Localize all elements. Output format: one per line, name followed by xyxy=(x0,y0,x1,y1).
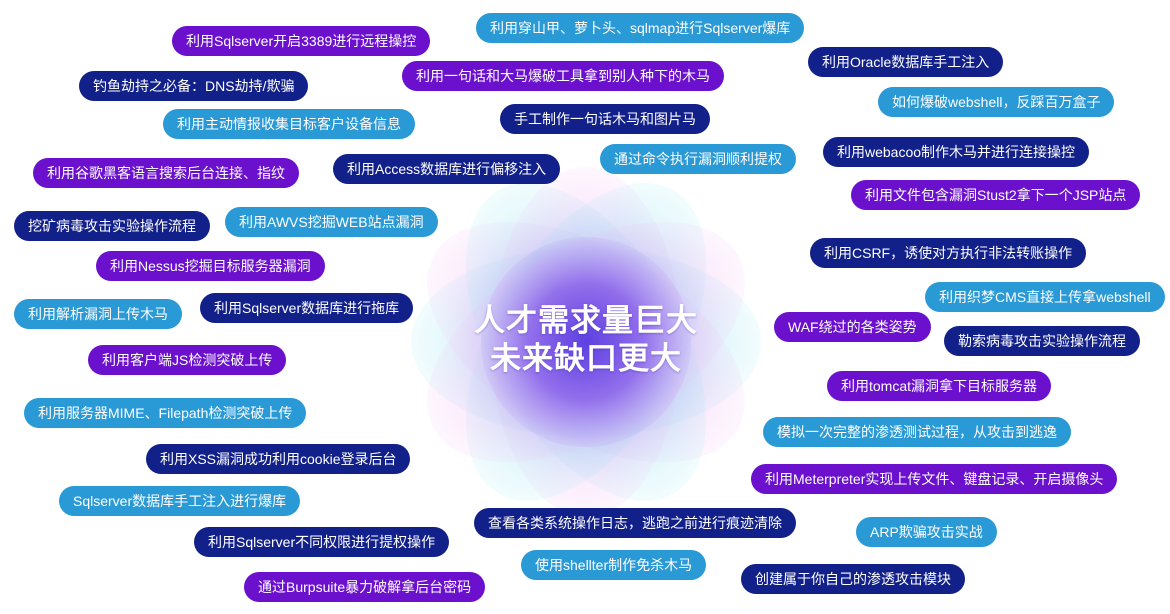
topic-tag: 通过Burpsuite暴力破解拿后台密码 xyxy=(244,572,486,602)
topic-tag: 利用CSRF，诱使对方执行非法转账操作 xyxy=(810,238,1087,268)
topic-tag: 利用服务器MIME、Filepath检测突破上传 xyxy=(24,398,307,428)
topic-tag: 创建属于你自己的渗透攻击模块 xyxy=(741,564,965,594)
topic-tag: 利用一句话和大马爆破工具拿到别人种下的木马 xyxy=(402,61,724,91)
topic-tag: 利用Oracle数据库手工注入 xyxy=(808,47,1004,77)
topic-tag: 利用Sqlserver不同权限进行提权操作 xyxy=(194,527,450,557)
topic-tag: 勒索病毒攻击实验操作流程 xyxy=(944,326,1140,356)
topic-tag: WAF绕过的各类姿势 xyxy=(774,312,931,342)
flower-core xyxy=(481,237,691,447)
topic-tag: 利用谷歌黑客语言搜索后台连接、指纹 xyxy=(33,158,299,188)
topic-tag: ARP欺骗攻击实战 xyxy=(856,517,997,547)
headline-line-2: 未来缺口更大 xyxy=(490,341,682,376)
topic-tag: 挖矿病毒攻击实验操作流程 xyxy=(14,211,210,241)
topic-tag: 利用Nessus挖掘目标服务器漏洞 xyxy=(96,251,325,281)
topic-tag: 手工制作一句话木马和图片马 xyxy=(500,104,710,134)
topic-tag: 利用webacoo制作木马并进行连接操控 xyxy=(823,137,1090,167)
topic-tag: 利用文件包含漏洞Stust2拿下一个JSP站点 xyxy=(851,180,1141,210)
topic-tag: 利用XSS漏洞成功利用cookie登录后台 xyxy=(146,444,411,474)
topic-tag: 钓鱼劫持之必备：DNS劫持/欺骗 xyxy=(79,71,309,101)
topic-tag: 利用Sqlserver数据库进行拖库 xyxy=(200,293,414,323)
topic-tag: Sqlserver数据库手工注入进行爆库 xyxy=(59,486,301,516)
center-headline: 人才需求量巨大 未来缺口更大 xyxy=(450,302,722,378)
topic-tag: 利用tomcat漏洞拿下目标服务器 xyxy=(827,371,1052,401)
topic-tag: 利用穿山甲、萝卜头、sqlmap进行Sqlserver爆库 xyxy=(476,13,805,43)
topic-tag: 利用解析漏洞上传木马 xyxy=(14,299,182,329)
topic-tag: 查看各类系统操作日志，逃跑之前进行痕迹清除 xyxy=(474,508,796,538)
topic-tag: 利用客户端JS检测突破上传 xyxy=(88,345,287,375)
topic-tag: 如何爆破webshell，反踩百万盒子 xyxy=(878,87,1115,117)
topic-tag: 利用Sqlserver开启3389进行远程操控 xyxy=(172,26,431,56)
topic-tag: 利用AWVS挖掘WEB站点漏洞 xyxy=(225,207,438,237)
topic-tag: 利用织梦CMS直接上传拿webshell xyxy=(925,282,1165,312)
topic-tag: 利用Meterpreter实现上传文件、键盘记录、开启摄像头 xyxy=(751,464,1118,494)
topic-tag: 使用shellter制作免杀木马 xyxy=(521,550,707,580)
headline-line-1: 人才需求量巨大 xyxy=(474,303,698,338)
topic-tag: 利用Access数据库进行偏移注入 xyxy=(333,154,561,184)
topic-tag: 利用主动情报收集目标客户设备信息 xyxy=(163,109,415,139)
topic-tag: 通过命令执行漏洞顺利提权 xyxy=(600,144,796,174)
topic-tag: 模拟一次完整的渗透测试过程，从攻击到逃逸 xyxy=(763,417,1071,447)
